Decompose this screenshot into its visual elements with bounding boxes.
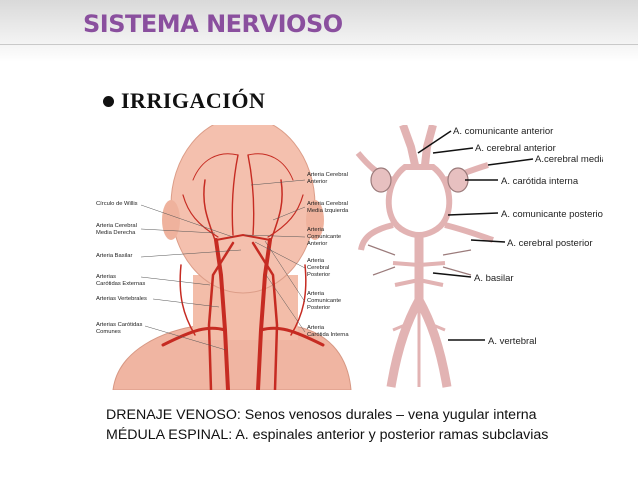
bottom-text-block: DRENAJE VENOSO: Senos venosos durales – … (106, 405, 548, 445)
bullet-text: IRRIGACIÓN (121, 88, 266, 113)
label-a-com-anterior: A. comunicante anterior (453, 126, 553, 137)
label-a-cerebral-posterior: A. cerebral posterior (507, 238, 593, 249)
title-divider (0, 44, 638, 45)
label-acm-derecha-1: Arteria Cerebral (96, 223, 137, 229)
label-aca-2: Anterior (307, 179, 327, 185)
label-carotidas-comunes-1: Arterias Carótidas (96, 322, 142, 328)
label-arteria-basilar: Arteria Basilar (96, 253, 132, 259)
label-a-cerebral-media: A.cerebral media (535, 154, 603, 165)
label-a-cerebral-anterior: A. cerebral anterior (475, 143, 556, 154)
bullet-dot-icon (103, 95, 114, 107)
label-carotidas-ext-1: Arterias (96, 274, 116, 280)
label-acp-3: Posterior (307, 272, 330, 278)
willis-labels: A. comunicante anterior A. cerebral ante… (453, 126, 603, 347)
medula-espinal-line: MÉDULA ESPINAL: A. espinales anterior y … (106, 427, 549, 443)
label-a-vertebral: A. vertebral (488, 336, 537, 347)
head-illustration: Círculo de Willis Arteria Cerebral Media… (93, 125, 355, 390)
slide-title: SISTEMA NERVIOSO (83, 10, 343, 38)
willis-diagram: A. comunicante anterior A. cerebral ante… (355, 125, 603, 388)
label-aca-1: Arteria Cerebral (307, 172, 348, 178)
bullet-item: IRRIGACIÓN (103, 88, 265, 114)
label-acom-2: Comunicante (307, 234, 341, 240)
label-acop-3: Posterior (307, 305, 330, 311)
label-acm-derecha-2: Media Derecha (96, 230, 136, 236)
label-a-basilar: A. basilar (474, 273, 514, 284)
label-acop-2: Comunicante (307, 298, 341, 304)
anatomy-figure: Círculo de Willis Arteria Cerebral Media… (93, 125, 603, 390)
label-carotidas-comunes-2: Comunes (96, 329, 121, 335)
label-circulo-willis: Círculo de Willis (96, 201, 138, 207)
label-acop-1: Arteria (307, 291, 325, 297)
label-aci-1: Arteria (307, 325, 325, 331)
label-acm-izq-1: Arteria Cerebral (307, 201, 348, 207)
label-a-com-posterior: A. comunicante posterior (501, 209, 603, 220)
label-aci-2: Carótida Interna (307, 332, 349, 338)
right-labels: Arteria Cerebral Anterior Arteria Cerebr… (307, 172, 349, 338)
label-acom-1: Arteria (307, 227, 325, 233)
left-labels: Círculo de Willis Arteria Cerebral Media… (96, 201, 147, 335)
title-bar (0, 0, 638, 62)
label-a-carotida-interna: A. carótida interna (501, 176, 579, 187)
drenaje-venoso-line: DRENAJE VENOSO: Senos venosos durales – … (106, 407, 537, 423)
label-acm-izq-2: Media Izquierda (307, 208, 349, 214)
label-acp-1: Arteria (307, 258, 325, 264)
label-acp-2: Cerebral (307, 265, 329, 271)
label-acom-3: Anterior (307, 241, 327, 247)
label-carotidas-ext-2: Carótidas Externas (96, 281, 145, 287)
label-arterias-vertebrales: Arterias Vertebrales (96, 296, 147, 302)
